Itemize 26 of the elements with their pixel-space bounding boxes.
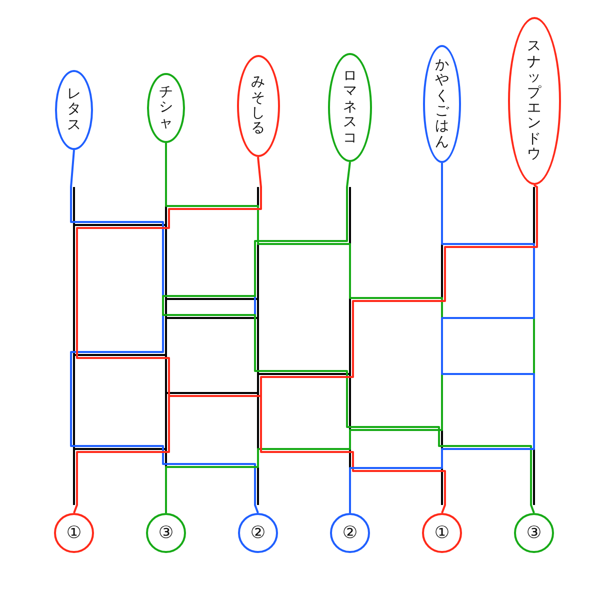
result-number: ① <box>434 524 450 542</box>
result-number: ② <box>250 524 266 542</box>
result-number: ③ <box>526 524 542 542</box>
result-number: ③ <box>158 524 174 542</box>
name-bubble <box>147 73 185 143</box>
result-number: ① <box>66 524 82 542</box>
vegetable-name: みそしる <box>251 75 265 137</box>
vegetable-name: ロマネスコ <box>343 69 357 146</box>
result-circle <box>514 513 554 553</box>
result-circle <box>330 513 370 553</box>
name-bubble <box>508 17 560 185</box>
vegetable-name: かやくごはん <box>435 58 449 150</box>
vegetable-name: チシャ <box>159 84 173 132</box>
vegetable-name: スナップエンドウ <box>527 39 541 163</box>
result-number: ② <box>342 524 358 542</box>
result-circle <box>54 513 94 553</box>
result-circle <box>146 513 186 553</box>
trace-line <box>349 163 535 513</box>
name-bubble <box>423 45 461 163</box>
name-bubble <box>328 53 372 162</box>
result-circle <box>238 513 278 553</box>
trace-line <box>76 156 446 514</box>
result-circle <box>422 513 462 553</box>
vegetable-name: レタス <box>67 86 81 134</box>
name-bubble <box>55 70 93 150</box>
name-bubble <box>236 55 280 157</box>
